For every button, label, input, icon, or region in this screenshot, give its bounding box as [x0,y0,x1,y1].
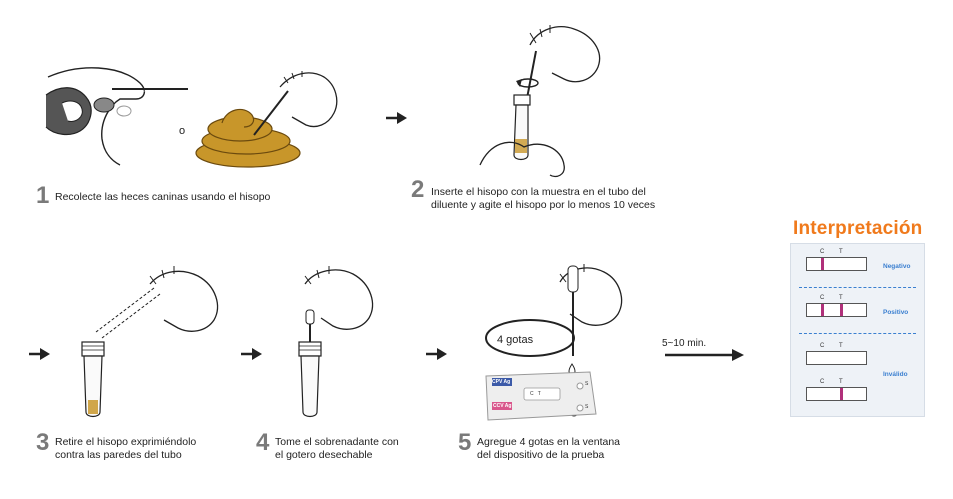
t-label: T [839,295,843,301]
step-number-5: 5 [458,429,472,456]
interpretation-panel: C T Negativo C T Positivo C T Inválido C… [790,243,925,417]
drops-label: 4 gotas [497,334,534,346]
step2-illustration [479,25,601,178]
step-number-3: 3 [36,429,50,456]
result-strip-invalid-empty [806,351,867,365]
test-line [840,388,843,400]
arrow-right-icon [386,112,407,124]
device-s-label-top: S [585,381,589,387]
ccv-badge: CCV Ag [493,403,512,409]
step-text-2-line-2: diluente y agite el hisopo por lo menos … [431,199,656,211]
step-number-1: 1 [36,182,50,209]
long-arrow-right-icon [665,349,744,361]
step4-illustration [298,266,374,418]
control-line [821,304,824,316]
c-label: C [820,379,825,385]
step5-illustration [485,264,623,421]
step-text-2-line-1: Inserte el hisopo con la muestra en el t… [431,186,646,198]
step-text-3-line-2: contra las paredes del tubo [55,449,182,461]
cpv-badge: CPV Ag [492,379,511,385]
or-separator: o [179,125,186,137]
t-label: T [839,379,843,385]
result-strip-positive [806,303,867,317]
step-text-1: Recolecte las heces caninas usando el hi… [55,191,270,204]
step-text-1-line-1: Recolecte las heces caninas usando el hi… [55,191,271,203]
step-text-3: Retire el hisopo exprimiéndolo contra la… [55,436,196,462]
control-line [821,258,824,270]
result-strip-negative [806,257,867,271]
step-text-5-line-2: del dispositivo de la prueba [477,449,605,461]
test-line [840,304,843,316]
step-text-5-line-1: Agregue 4 gotas en la ventana [477,436,621,448]
step-text-2: Inserte el hisopo con la muestra en el t… [431,186,655,212]
device-window-label: C T [530,391,541,397]
step-text-5: Agregue 4 gotas en la ventana del dispos… [477,436,620,462]
step-text-4-line-2: el gotero desechable [275,449,373,461]
c-label: C [820,343,825,349]
c-label: C [820,295,825,301]
time-label: 5~10 min. [662,338,707,349]
arrow-right-icon [426,348,447,360]
step-text-4-line-1: Tome el sobrenadante con [275,436,399,448]
divider [799,287,916,288]
step-text-4: Tome el sobrenadante con el gotero desec… [275,436,399,462]
result-label-negative: Negativo [883,263,911,270]
step-number-4: 4 [256,429,270,456]
result-label-positive: Positivo [883,309,909,316]
step1-illustration [45,67,338,168]
divider [799,333,916,334]
arrow-right-icon [241,348,262,360]
result-label-invalid: Inválido [883,371,908,378]
step-text-3-line-1: Retire el hisopo exprimiéndolo [55,436,197,448]
t-label: T [839,343,843,349]
result-strip-invalid-t-only [806,387,867,401]
c-label: C [820,249,825,255]
t-label: T [839,249,843,255]
step3-illustration [81,266,219,418]
interpretation-title: Interpretación [793,218,923,239]
device-s-label-bottom: S [585,404,589,410]
arrow-right-icon [29,348,50,360]
step-number-2: 2 [411,176,425,203]
